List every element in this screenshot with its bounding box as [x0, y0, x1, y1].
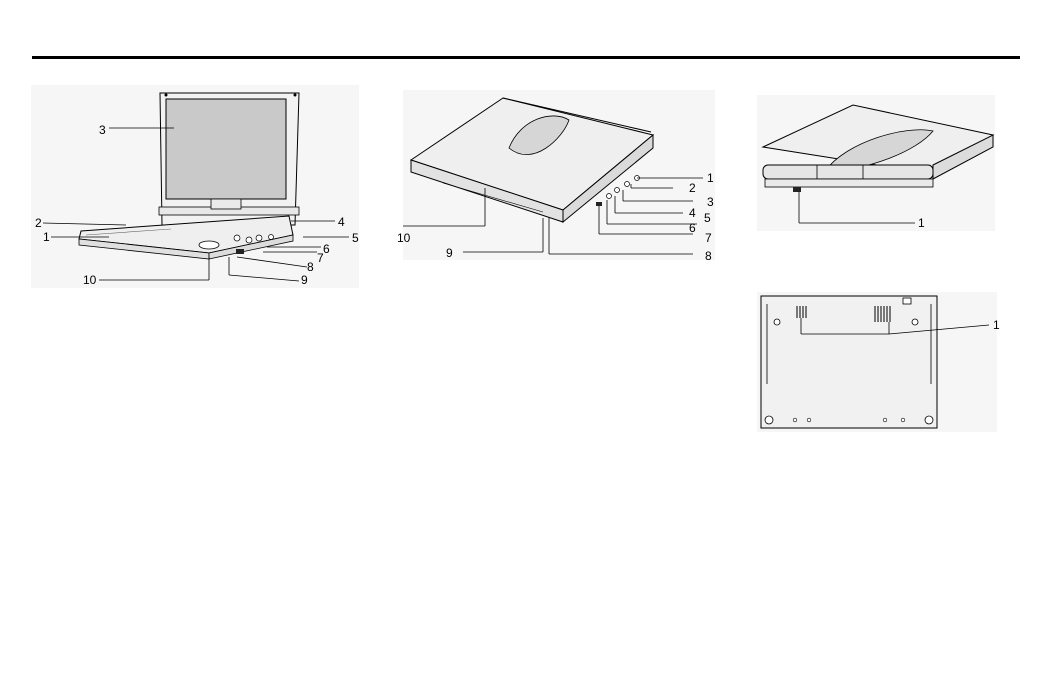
callout-10: 10	[83, 274, 96, 286]
callout-1: 1	[43, 231, 50, 243]
figure-closed-front	[757, 95, 995, 231]
callout-1: 1	[918, 217, 925, 229]
player-open-drawing	[31, 85, 359, 288]
player-closed-side-drawing	[403, 90, 715, 260]
header-rule	[32, 56, 1020, 59]
callout-7: 7	[317, 252, 324, 264]
callout-3: 3	[99, 124, 106, 136]
callout-3: 3	[707, 196, 714, 208]
callout-9: 9	[446, 247, 453, 259]
callout-6: 6	[689, 222, 696, 234]
callout-8: 8	[307, 261, 314, 273]
callout-2: 2	[689, 182, 696, 194]
player-closed-front-drawing	[757, 95, 995, 231]
callout-5: 5	[352, 232, 359, 244]
callout-4: 4	[689, 207, 696, 219]
callout-6: 6	[323, 243, 330, 255]
callout-7: 7	[705, 232, 712, 244]
callout-8: 8	[705, 250, 712, 262]
figure-bottom	[757, 292, 997, 432]
callout-1: 1	[707, 172, 714, 184]
callout-4: 4	[338, 216, 345, 228]
figure-closed-side	[403, 90, 715, 260]
figure-front-open	[31, 85, 359, 288]
callout-10: 10	[397, 232, 410, 244]
callout-9: 9	[301, 274, 308, 286]
callout-5: 5	[704, 212, 711, 224]
callout-1: 1	[993, 319, 1000, 331]
player-bottom-drawing	[757, 292, 997, 432]
callout-2: 2	[35, 217, 42, 229]
lcd-screen	[166, 99, 286, 199]
